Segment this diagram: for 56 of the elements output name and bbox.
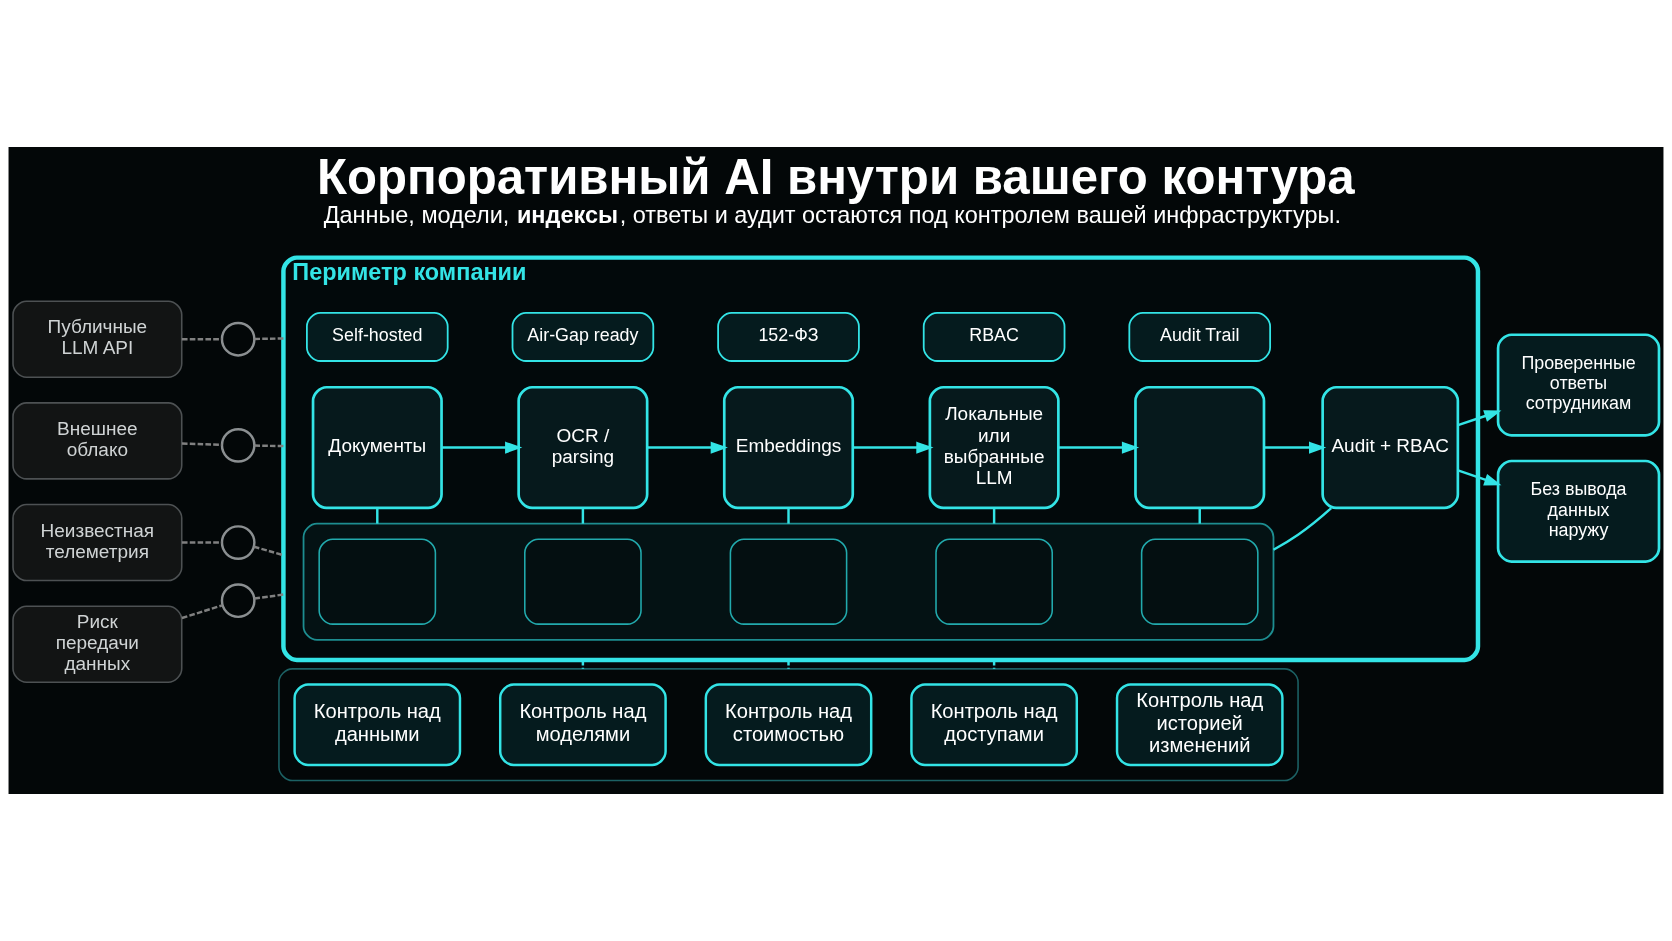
arrow (1264, 441, 1327, 454)
diagram-title: Корпоративный AI внутри вашего контура (316, 149, 1355, 205)
node-circle (220, 427, 256, 463)
connector (181, 541, 222, 544)
node-box: Audit + RBAC (1321, 385, 1460, 510)
node-box: Контроль над доступами (910, 683, 1079, 767)
node-box: Без вывода данных наружу (1496, 459, 1661, 563)
arrow (1457, 469, 1502, 486)
node-box: OCR / parsing (517, 385, 649, 510)
connector (254, 593, 284, 600)
arrow (647, 441, 728, 454)
node-box: Публичные LLM API (12, 300, 183, 378)
node-box: Проверенные ответы сотрудникам (1496, 333, 1661, 437)
node-box (318, 538, 437, 625)
arrow (852, 441, 934, 454)
connector (181, 442, 222, 447)
connector (787, 508, 790, 524)
connector (181, 337, 222, 341)
arrow (1457, 410, 1502, 427)
cluster (278, 668, 1299, 782)
connector (787, 659, 790, 669)
arrow (441, 441, 523, 454)
node-box: Риск передачи данных (12, 605, 183, 684)
node-circle (220, 583, 256, 619)
connector (254, 444, 284, 448)
node-box (1140, 538, 1259, 625)
node-box (524, 538, 642, 625)
node-box: Embeddings (722, 385, 855, 510)
node-box: Контроль над историей изменений (1115, 683, 1284, 767)
connector (253, 545, 284, 557)
node-box: Контроль над данными (293, 683, 462, 767)
node-box: Внешнее облако (12, 402, 183, 480)
connector (254, 337, 284, 341)
node-box (1134, 385, 1266, 510)
connector (1198, 508, 1201, 524)
node-box (729, 538, 848, 625)
node-circle (220, 321, 256, 357)
node-box (935, 538, 1053, 625)
connector (376, 508, 379, 524)
connector (581, 659, 585, 669)
node-box: Air-Gap ready (511, 312, 655, 362)
node-box: Self-hosted (306, 312, 449, 362)
connector (992, 659, 996, 669)
node-box: Контроль над моделями (498, 683, 667, 767)
cluster (302, 522, 1275, 641)
node-circle (220, 525, 256, 560)
node-box: Контроль над стоимостью (704, 683, 873, 767)
node-box: Audit Trail (1128, 312, 1272, 362)
node-box: Неизвестная телеметрия (12, 503, 183, 582)
connector (181, 604, 223, 620)
node-box: Локальные или выбранные LLM (928, 385, 1060, 510)
node-box: 152-ФЗ (717, 312, 860, 362)
connector (1272, 507, 1333, 551)
arrow (1058, 441, 1140, 454)
node-box: RBAC (922, 312, 1066, 362)
node-box: Документы (311, 385, 443, 510)
